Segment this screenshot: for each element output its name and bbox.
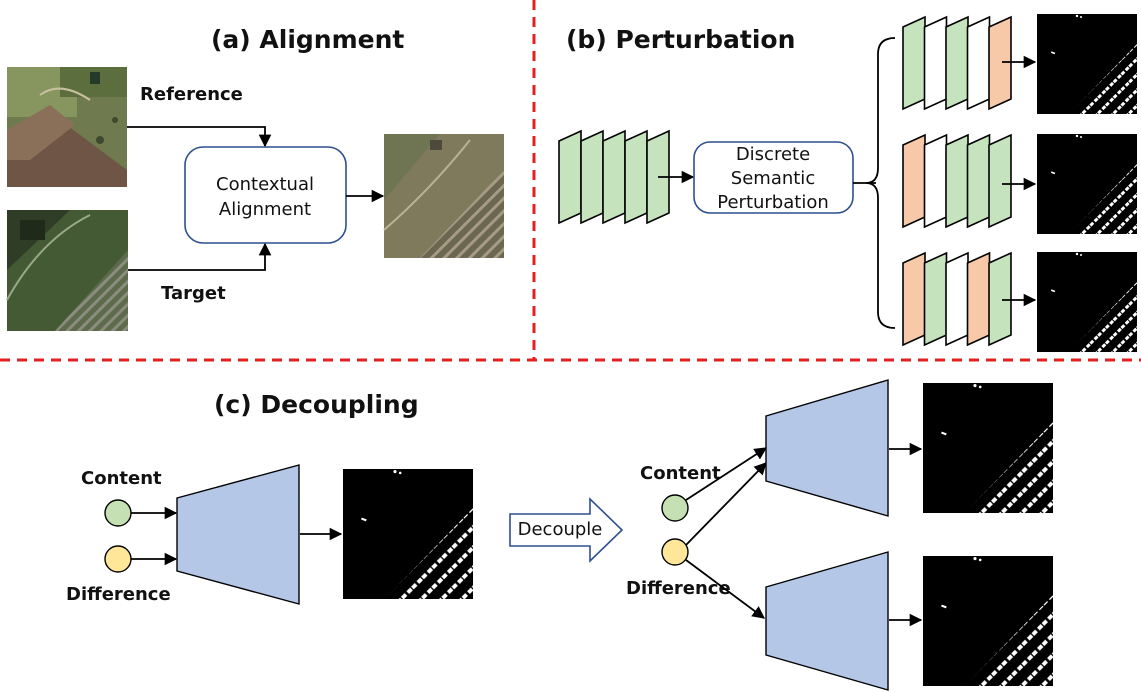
- difference-network: [765, 551, 889, 691]
- perturbed-1-slice-4: [966, 15, 991, 111]
- decouple-arrow: Decouple: [509, 497, 624, 563]
- perturbed-1-slice-5: [988, 15, 1012, 111]
- perturbed-3-slice-1: [902, 251, 926, 347]
- dsp-line3: Perturbation: [717, 192, 829, 213]
- perturbed-1-slice-3: [945, 15, 969, 111]
- decouple-label: Decouple: [518, 519, 603, 540]
- perturbed-stack-1: [902, 15, 1012, 111]
- target-arrow: [128, 242, 272, 271]
- input-feature-stack: [558, 129, 670, 225]
- content-label: Content: [81, 468, 162, 489]
- content-network: [765, 379, 889, 517]
- coupled-mask: [343, 469, 473, 599]
- contextual-alignment-line2: Alignment: [219, 199, 311, 220]
- difference-to-bottom-arrow: [685, 559, 766, 619]
- content-circle-right: [661, 494, 689, 522]
- reference-label: Reference: [140, 84, 243, 105]
- input-feature-slice-2: [580, 129, 604, 225]
- dsp-line2: Semantic: [731, 168, 815, 189]
- perturbed-3-slice-4: [966, 251, 991, 347]
- perturbed-2-slice-1: [902, 133, 926, 229]
- perturbed-stack-3: [902, 251, 1012, 347]
- difference-circle-right: [661, 538, 689, 566]
- perturbed-3-slice-5: [988, 251, 1012, 347]
- perturbed-1-slice-1: [902, 15, 926, 111]
- difference-output-mask: [923, 556, 1053, 686]
- panel-c-title: (c) Decoupling: [214, 390, 419, 419]
- perturbed-mask-3: [1037, 252, 1137, 352]
- perturbed-2-slice-4: [966, 133, 991, 229]
- input-feature-slice-1: [558, 129, 582, 225]
- dsp-line1: Discrete: [736, 144, 810, 165]
- target-satellite-image: [6, 210, 128, 331]
- difference-to-top-arrow: [685, 462, 767, 546]
- discrete-semantic-perturbation-box: Discrete Semantic Perturbation: [693, 141, 854, 214]
- coupled-network: [176, 464, 300, 605]
- aligned-satellite-image: [383, 134, 504, 258]
- input-feature-slice-3: [602, 129, 626, 225]
- curly-brace: [865, 37, 896, 329]
- perturbed-mask-2: [1037, 134, 1137, 234]
- reference-satellite-image: [7, 67, 127, 187]
- perturbed-feature-stacks: [902, 15, 1037, 347]
- perturbed-2-slice-2: [923, 133, 948, 229]
- panel-a-title: (a) Alignment: [211, 25, 404, 54]
- difference-circle: [104, 545, 132, 573]
- contextual-alignment-line1: Contextual: [216, 174, 314, 195]
- perturbed-mask-1: [1037, 14, 1137, 114]
- perturbed-1-slice-2: [923, 15, 948, 111]
- input-feature-slice-4: [624, 129, 648, 225]
- contextual-alignment-box: Contextual Alignment: [184, 146, 347, 244]
- perturbed-2-slice-3: [945, 133, 969, 229]
- perturbed-2-slice-5: [988, 133, 1012, 229]
- content-circle: [104, 499, 132, 527]
- content-output-mask: [923, 383, 1053, 513]
- perturbed-3-slice-3: [945, 251, 969, 347]
- target-label: Target: [161, 283, 226, 304]
- reference-arrow: [127, 126, 272, 148]
- content-to-top-arrow: [685, 447, 768, 501]
- perturbed-stack-2: [902, 133, 1012, 229]
- content-label-right: Content: [640, 463, 721, 484]
- difference-label: Difference: [66, 584, 171, 605]
- difference-label-right: Difference: [626, 578, 731, 599]
- panel-b-title: (b) Perturbation: [566, 25, 795, 54]
- perturbed-3-slice-2: [923, 251, 948, 347]
